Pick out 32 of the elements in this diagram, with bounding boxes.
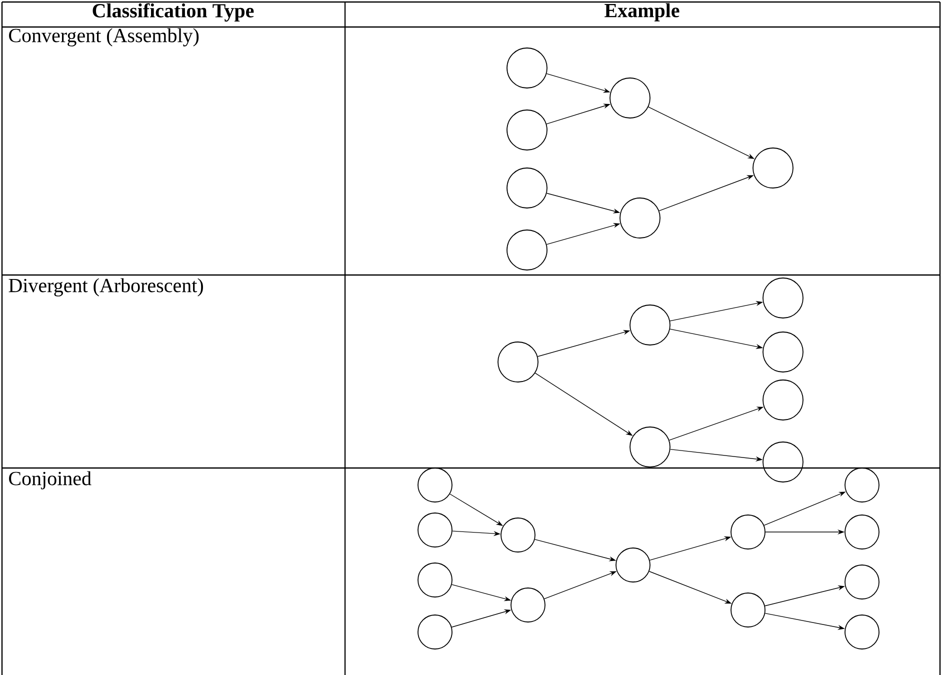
circle-node (418, 614, 452, 650)
circle-node (510, 588, 546, 622)
circle-node (752, 148, 794, 188)
column-header: Example (604, 3, 680, 22)
circle-node (610, 78, 650, 118)
circle-node (844, 468, 880, 502)
circle-node (730, 592, 766, 628)
row-label: Conjoined (9, 471, 92, 490)
circle-node (844, 614, 880, 650)
circle-node (620, 198, 660, 238)
circle-node (616, 548, 650, 582)
circle-node (844, 564, 880, 600)
row-label: Convergent (Assembly) (9, 28, 199, 46)
circle-node (506, 168, 548, 208)
circle-node (762, 442, 804, 482)
row-label: Divergent (Arborescent) (8, 278, 203, 296)
circle-node (498, 342, 538, 382)
circle-node (630, 426, 670, 468)
circle-node (762, 380, 804, 420)
circle-node (844, 514, 880, 550)
circle-node (506, 230, 548, 270)
circle-node (506, 110, 548, 150)
circle-node (506, 48, 548, 88)
circle-node (418, 468, 452, 502)
circle-node (762, 332, 804, 372)
circle-node (762, 278, 804, 318)
circle-node (418, 512, 452, 548)
circle-node (730, 514, 766, 550)
circle-node (630, 304, 670, 346)
circle-node (418, 562, 452, 598)
column-header: Classification Type (92, 3, 254, 22)
circle-node (500, 518, 536, 552)
